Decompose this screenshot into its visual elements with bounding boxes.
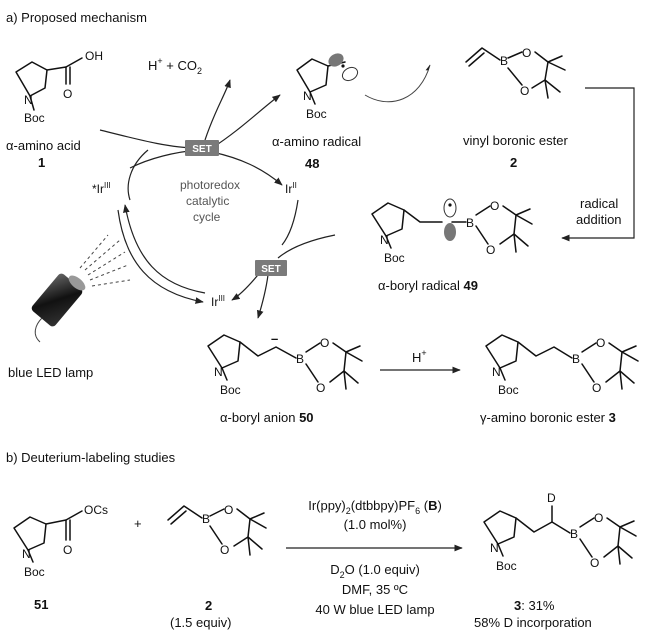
arc-ir-ii-down (281, 199, 299, 246)
boryl-radical-n: N (380, 233, 389, 247)
panel-a-title: a) Proposed mechanism (6, 10, 147, 25)
vinyl-ester-o-bottom: O (520, 84, 529, 98)
deuterated-o-top: O (594, 511, 603, 525)
amino-radical-boc: Boc (306, 107, 327, 121)
deuterated-boc: Boc (496, 559, 517, 573)
ester-o-top: O (224, 503, 233, 517)
product-label: γ-amino boronic ester 3 (480, 410, 616, 425)
ester-equiv: (1.5 equiv) (170, 615, 231, 630)
arrow-co2-out (204, 79, 231, 141)
radical-addition-line2: addition (576, 212, 622, 227)
d2o-label: D2O (1.0 equiv) (330, 562, 420, 580)
amino-acid-boc: Boc (24, 111, 45, 125)
lamp-label: blue LED lamp (8, 365, 93, 380)
svg-text:SET: SET (261, 264, 280, 275)
set-badge-top: SET (185, 140, 219, 156)
arrow-radical-out (211, 94, 281, 149)
salt-ocs: OCs (84, 503, 108, 517)
ester-structure: B O O (167, 503, 267, 557)
arrow-anion-out (257, 274, 269, 319)
arrow-radical-attack (364, 64, 431, 103)
arrow-ir-ii-out (211, 151, 283, 186)
arrow-boryl-radical-in (277, 234, 336, 259)
amino-acid-structure: N Boc OH O (15, 49, 103, 125)
boryl-anion-o-bottom: O (316, 381, 325, 395)
deuterated-yield: 3: 31% (514, 598, 555, 613)
ir-iii-label: IrIII (211, 294, 225, 309)
deuterated-incorporation: 58% D incorporation (474, 615, 592, 630)
cycle-line3: cycle (193, 210, 221, 224)
byproduct-label: H+ + CO2 (148, 56, 202, 76)
boryl-radical-o-top: O (490, 199, 499, 213)
amino-acid-label: α-amino acid (6, 138, 81, 153)
plus-sign: + (134, 516, 142, 531)
vinyl-ester-b: B (500, 54, 508, 68)
svg-text:SET: SET (192, 144, 211, 155)
product-structure: N Boc B O O (485, 334, 639, 397)
catalyst-loading: (1.0 mol%) (344, 517, 407, 532)
cycle-line1: photoredox (180, 178, 240, 192)
radical-addition-line1: radical (580, 196, 618, 211)
boryl-radical-o-bottom: O (486, 243, 495, 257)
arrow-acid-in (99, 129, 199, 149)
deuterated-d: D (547, 491, 556, 505)
amino-radical-n: N (303, 89, 312, 103)
product-boc: Boc (498, 383, 519, 397)
arrow-excitation (123, 204, 206, 294)
boryl-anion-boc: Boc (220, 383, 241, 397)
light-label: 40 W blue LED lamp (315, 602, 434, 617)
amino-radical-label: α-amino radical (272, 134, 361, 149)
product-o-bottom: O (592, 381, 601, 395)
ester-b: B (202, 512, 210, 526)
solvent-label: DMF, 35 ºC (342, 582, 408, 597)
arrow-radical-addition (561, 87, 635, 242)
amino-acid-n: N (24, 93, 33, 107)
amino-radical-number: 48 (305, 156, 319, 171)
product-b: B (572, 352, 580, 366)
cycle-line2: catalytic (186, 194, 229, 208)
boryl-radical-boc: Boc (384, 251, 405, 265)
arc-ir-excited (127, 149, 149, 201)
product-o-top: O (596, 336, 605, 350)
boryl-anion-o-top: O (320, 336, 329, 350)
boryl-anion-charge: – (271, 331, 278, 346)
salt-structure: N Boc OCs O (13, 503, 108, 579)
amino-acid-oh: OH (85, 49, 103, 63)
amino-acid-number: 1 (38, 155, 45, 170)
boryl-radical-structure: N Boc B O O (371, 198, 533, 265)
boryl-anion-n: N (214, 365, 223, 379)
boryl-anion-b: B (296, 352, 304, 366)
vinyl-ester-label: vinyl boronic ester (463, 133, 568, 148)
deuterated-n: N (490, 541, 499, 555)
salt-boc: Boc (24, 565, 45, 579)
led-lamp-icon (31, 234, 131, 343)
vinyl-ester-o-top: O (522, 46, 531, 60)
arrow-relaxation (117, 209, 204, 304)
ir-excited-label: *IrIII (92, 181, 111, 196)
salt-n: N (22, 547, 31, 561)
boryl-radical-b: B (466, 216, 474, 230)
ir-ii-label: IrII (285, 181, 297, 196)
salt-number: 51 (34, 597, 48, 612)
amino-acid-o: O (63, 87, 72, 101)
set-badge-bottom: SET (255, 260, 287, 276)
boryl-anion-label: α-boryl anion 50 (220, 410, 314, 425)
deuterated-product-structure: D N Boc B O O (483, 491, 637, 573)
deuterated-o-bottom: O (590, 556, 599, 570)
boryl-radical-label: α-boryl radical 49 (378, 278, 478, 293)
ester-o-bottom: O (220, 543, 229, 557)
deuterated-b: B (570, 527, 578, 541)
boryl-anion-structure: – N Boc B O O (207, 331, 363, 397)
catalyst-label: Ir(ppy)2(dtbbpy)PF6 (B) (308, 498, 442, 516)
salt-o: O (63, 543, 72, 557)
amino-radical-structure: N Boc (296, 53, 359, 121)
vinyl-ester-number: 2 (510, 155, 517, 170)
protonation-label: H+ (412, 348, 427, 365)
product-n: N (492, 365, 501, 379)
ester-number: 2 (205, 598, 212, 613)
vinyl-ester-structure: B O O (465, 46, 566, 99)
panel-b-title: b) Deuterium-labeling studies (6, 450, 176, 465)
